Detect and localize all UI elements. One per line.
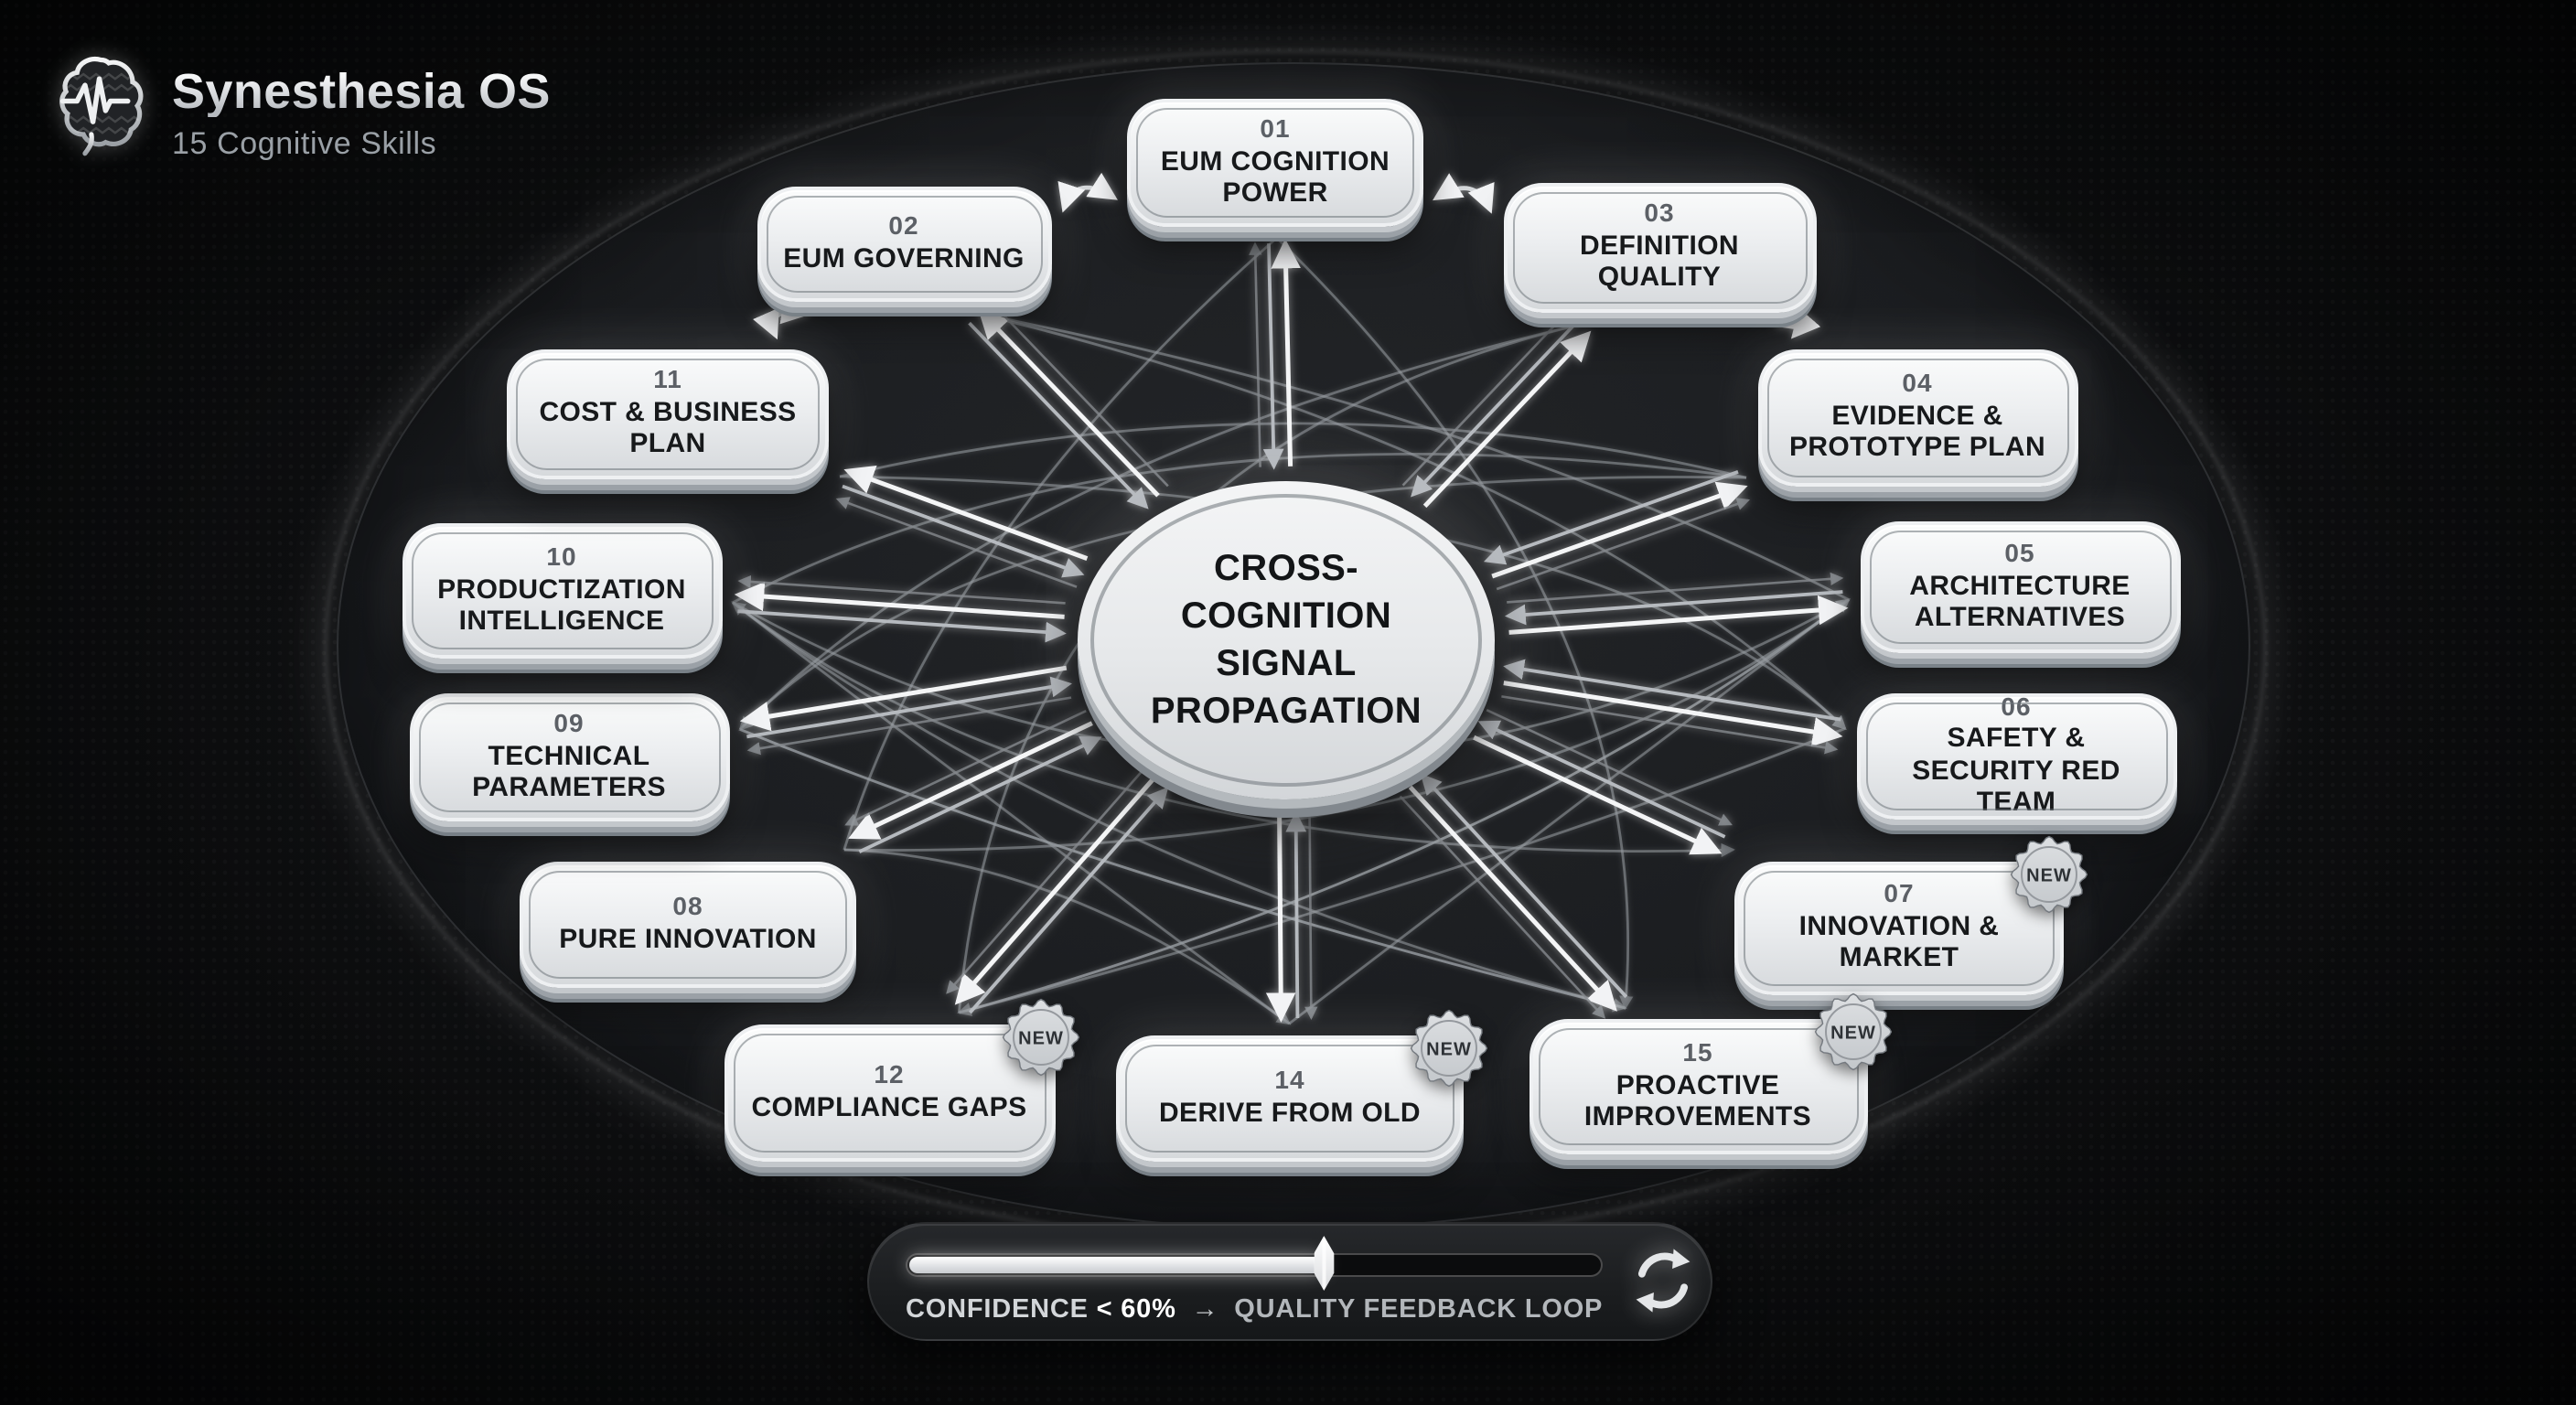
hub-label: CROSS-COGNITION SIGNAL PROPAGATION bbox=[1150, 549, 1422, 732]
slider-thumb[interactable] bbox=[1314, 1236, 1335, 1291]
node-label: COMPLIANCE GAPS bbox=[751, 1091, 1027, 1122]
node-label: EUM GOVERNING bbox=[783, 242, 1025, 273]
node-number: 09 bbox=[553, 708, 585, 738]
app-title: Synesthesia OS bbox=[172, 64, 551, 119]
node-number: 02 bbox=[888, 210, 919, 241]
node-number: 08 bbox=[672, 891, 703, 921]
slider-fill bbox=[909, 1256, 1326, 1272]
node-number: 07 bbox=[1884, 878, 1915, 908]
node-label: EUM COGNITION POWER bbox=[1160, 145, 1390, 209]
confidence-slider[interactable] bbox=[906, 1236, 1604, 1291]
node-label: PROACTIVE IMPROVEMENTS bbox=[1583, 1069, 1812, 1133]
node-number: 12 bbox=[874, 1059, 905, 1089]
confidence-label: CONFIDENCE bbox=[906, 1294, 1089, 1324]
node-number: 06 bbox=[2001, 691, 2032, 721]
node-label: INNOVATION & MARKET bbox=[1798, 910, 2000, 974]
node-label: SAFETY & SECURITY RED TEAM bbox=[1912, 723, 2120, 818]
adjacent-node-arrows bbox=[753, 172, 1821, 340]
refresh-icon[interactable] bbox=[1625, 1242, 1701, 1319]
threshold-value: < 60% bbox=[1096, 1294, 1176, 1324]
node-number: 01 bbox=[1260, 113, 1291, 144]
confidence-caption: CONFIDENCE < 60% → QUALITY FEEDBACK LOOP bbox=[906, 1294, 1603, 1324]
node-label: TECHNICAL PARAMETERS bbox=[472, 740, 666, 804]
node-number: 10 bbox=[546, 542, 577, 572]
app-logo: Synesthesia OS 15 Cognitive Skills bbox=[55, 51, 551, 164]
node-label: COST & BUSINESS PLAN bbox=[539, 396, 797, 460]
feedback-loop-label: QUALITY FEEDBACK LOOP bbox=[1234, 1294, 1604, 1324]
node-number: 03 bbox=[1644, 198, 1675, 228]
slider-track[interactable] bbox=[906, 1252, 1604, 1276]
confidence-feedback-bar: CONFIDENCE < 60% → QUALITY FEEDBACK LOOP bbox=[867, 1222, 1712, 1341]
node-number: 05 bbox=[2004, 538, 2035, 568]
node-label: DEFINITION QUALITY bbox=[1580, 230, 1739, 294]
confidence-slider-group: CONFIDENCE < 60% → QUALITY FEEDBACK LOOP bbox=[906, 1236, 1604, 1324]
node-label: PRODUCTIZATION INTELLIGENCE bbox=[437, 574, 686, 638]
node-number: 11 bbox=[653, 364, 682, 394]
hub-spoke-arrows bbox=[734, 238, 1849, 1023]
node-number: 04 bbox=[1902, 368, 1933, 398]
hub-ellipse: CROSS-COGNITION SIGNAL PROPAGATION bbox=[1078, 481, 1495, 799]
node-label: DERIVE FROM OLD bbox=[1158, 1097, 1421, 1128]
app-subtitle: 15 Cognitive Skills bbox=[172, 126, 437, 162]
node-label: PURE INNOVATION bbox=[559, 923, 817, 954]
node-label: EVIDENCE & PROTOTYPE PLAN bbox=[1788, 400, 2046, 464]
node-number: 15 bbox=[1682, 1037, 1713, 1067]
implies-arrow: → bbox=[1191, 1294, 1219, 1324]
node-number: 14 bbox=[1274, 1065, 1305, 1095]
node-label: ARCHITECTURE ALTERNATIVES bbox=[1909, 570, 2131, 634]
brain-pulse-icon bbox=[59, 57, 144, 156]
